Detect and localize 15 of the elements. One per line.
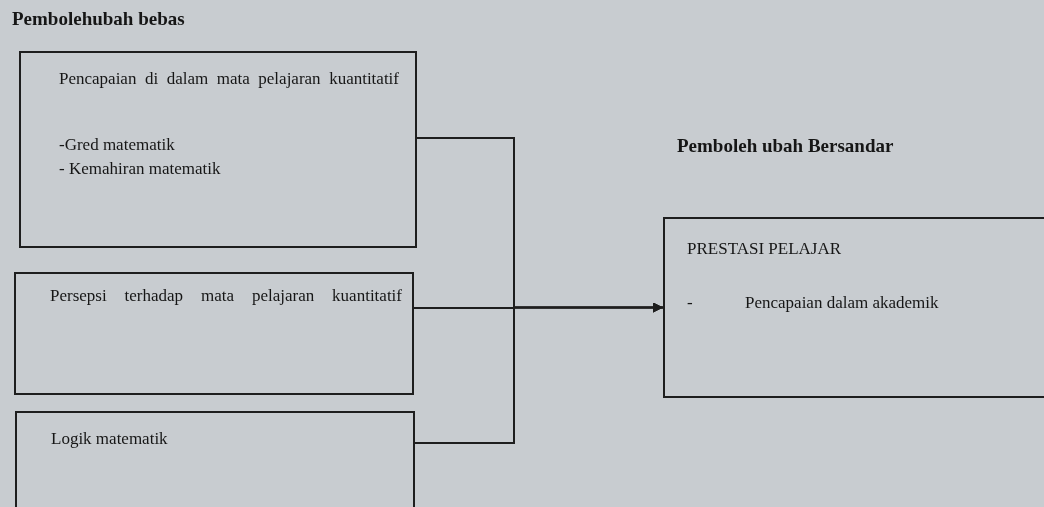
text-box [14, 272, 414, 395]
text-box [15, 411, 415, 507]
list-item: Pencapaian dalam akademik [745, 292, 939, 314]
list-item: - [687, 292, 693, 314]
box-heading: Pencapaian di dalam mata pelajaran kuantitatif [59, 68, 399, 90]
text-box [19, 51, 417, 248]
list-item: -Gred matematik [59, 134, 175, 156]
list-item: - Kemahiran matematik [59, 158, 221, 180]
box-heading: Logik matematik [51, 428, 168, 450]
box-heading: PRESTASI PELAJAR [687, 238, 842, 260]
box-heading: Persepsi terhadap mata pelajaran kuantitatif [50, 285, 402, 307]
text-box [663, 217, 1044, 398]
heading: Pembolehubah bebas [12, 8, 185, 30]
connector-arrow [414, 302, 664, 444]
heading: Pemboleh ubah Bersandar [677, 135, 894, 157]
